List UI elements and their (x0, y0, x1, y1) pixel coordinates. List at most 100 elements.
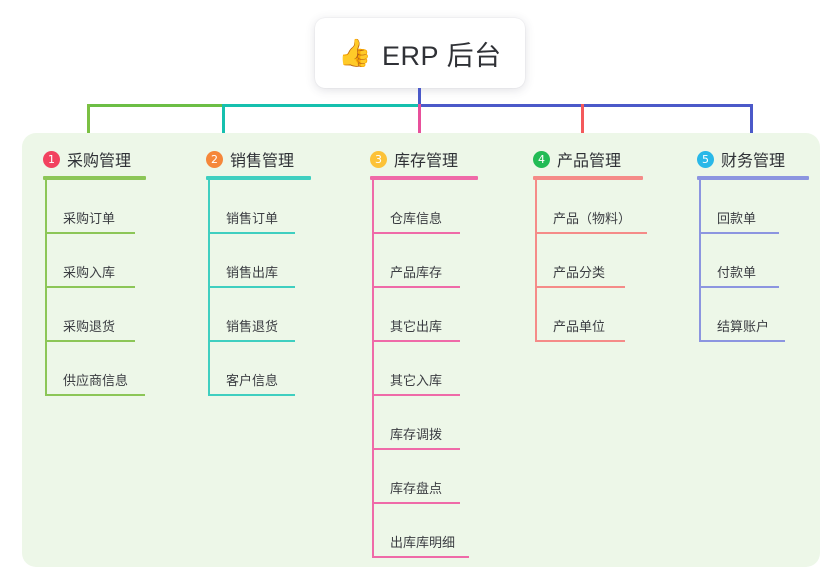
branch-item-label: 其它入库 (390, 373, 443, 388)
branch-items: 采购订单采购入库采购退货供应商信息 (45, 180, 146, 396)
thumbs-up-emoji: 👍 (338, 37, 373, 68)
branch-number-badge: 4 (533, 150, 550, 168)
branch-item[interactable]: 结算账户 (699, 288, 785, 342)
branch-item[interactable]: 采购退货 (45, 288, 135, 342)
branch-item-rule (372, 394, 460, 396)
branch-item-label: 销售订单 (226, 211, 279, 226)
branch-header-rule (206, 176, 311, 180)
branch-number-badge: 1 (43, 150, 60, 168)
branch-spine (372, 180, 374, 558)
branch-header-3[interactable]: 3 库存管理 (370, 145, 478, 173)
branch-item-rule (699, 232, 779, 234)
branch-item-label: 客户信息 (226, 373, 279, 388)
branch-item-rule (45, 394, 145, 396)
branch-item[interactable]: 其它出库 (372, 288, 460, 342)
branch-header-5[interactable]: 5 财务管理 (697, 145, 809, 173)
branch-drop-1 (87, 104, 90, 144)
branch-header-rule (370, 176, 478, 180)
branch-item-rule (372, 502, 460, 504)
branch-item-rule (45, 232, 135, 234)
branch-drop-2 (222, 104, 225, 144)
branch-item-rule (535, 340, 625, 342)
branch-item-rule (208, 340, 295, 342)
branch-item[interactable]: 回款单 (699, 180, 779, 234)
branch-header-2[interactable]: 2 销售管理 (206, 145, 311, 173)
branch-item-label: 销售退货 (226, 319, 279, 334)
branch-item-rule (208, 232, 295, 234)
branch-item[interactable]: 采购入库 (45, 234, 135, 288)
branch-item-label: 供应商信息 (63, 373, 129, 388)
branch-item-rule (208, 394, 295, 396)
branch-item-rule (699, 286, 779, 288)
branch-column-采购管理: 1 采购管理采购订单采购入库采购退货供应商信息 (43, 145, 146, 396)
branch-item-label: 库存调拨 (390, 427, 443, 442)
branches-panel: 1 采购管理采购订单采购入库采购退货供应商信息 2 销售管理销售订单销售出库销售退货客… (22, 133, 820, 567)
branch-column-销售管理: 2 销售管理销售订单销售出库销售退货客户信息 (206, 145, 311, 396)
branch-item-label: 产品（物料） (553, 211, 632, 226)
branch-item-rule (699, 340, 785, 342)
branch-title: 财务管理 (721, 153, 786, 170)
branch-items: 产品（物料） 产品分类产品单位 (535, 180, 647, 342)
branch-items: 回款单付款单结算账户 (699, 180, 809, 342)
root-title: ERP 后台 (382, 40, 502, 71)
branch-title: 产品管理 (557, 153, 622, 170)
branch-item-label: 产品单位 (553, 319, 606, 334)
branch-number-badge: 5 (697, 150, 714, 168)
bus-teal (222, 104, 418, 107)
branch-item[interactable]: 产品单位 (535, 288, 625, 342)
branch-title: 采购管理 (67, 153, 132, 170)
branch-item[interactable]: 仓库信息 (372, 180, 460, 234)
branch-item[interactable]: 销售订单 (208, 180, 295, 234)
branch-item-label: 销售出库 (226, 265, 279, 280)
branch-header-4[interactable]: 4 产品管理 (533, 145, 643, 173)
branch-items: 销售订单销售出库销售退货客户信息 (208, 180, 311, 396)
branch-spine (535, 180, 537, 342)
branch-item[interactable]: 库存盘点 (372, 450, 460, 504)
branch-item-label: 回款单 (717, 211, 757, 226)
branch-item[interactable]: 销售退货 (208, 288, 295, 342)
branch-item-rule (535, 286, 625, 288)
branch-item[interactable]: 供应商信息 (45, 342, 145, 396)
branch-item-label: 结算账户 (717, 319, 770, 334)
branch-spine (208, 180, 210, 396)
branch-item[interactable]: 采购订单 (45, 180, 135, 234)
branch-item[interactable]: 出库库明细 (372, 504, 469, 558)
branch-header-rule (43, 176, 146, 180)
branch-item-label: 采购订单 (63, 211, 116, 226)
branch-item-rule (372, 232, 460, 234)
branch-column-财务管理: 5 财务管理回款单付款单结算账户 (697, 145, 809, 342)
branch-number-badge: 3 (370, 150, 387, 168)
branch-item-rule (535, 232, 647, 234)
branch-column-库存管理: 3 库存管理仓库信息产品库存其它出库其它入库库存调拨库存盘点出库库明细 (370, 145, 478, 558)
branch-item[interactable]: 客户信息 (208, 342, 295, 396)
branch-item-rule (45, 286, 135, 288)
bus-indigo (418, 104, 751, 107)
branch-item[interactable]: 产品分类 (535, 234, 625, 288)
root-node[interactable]: 👍 ERP 后台 (315, 18, 525, 88)
branch-item-rule (45, 340, 135, 342)
branch-title: 库存管理 (394, 153, 459, 170)
branch-item-label: 付款单 (717, 265, 757, 280)
branch-item-rule (372, 556, 469, 558)
branch-item-rule (372, 448, 460, 450)
branch-items: 仓库信息产品库存其它出库其它入库库存调拨库存盘点出库库明细 (372, 180, 478, 558)
branch-spine (699, 180, 701, 342)
branch-item-label: 其它出库 (390, 319, 443, 334)
branch-item-rule (208, 286, 295, 288)
branch-title: 销售管理 (230, 153, 295, 170)
branch-number-badge: 2 (206, 150, 223, 168)
bus-green (87, 104, 222, 107)
branch-item[interactable]: 付款单 (699, 234, 779, 288)
branch-item[interactable]: 库存调拨 (372, 396, 460, 450)
branch-item-label: 库存盘点 (390, 481, 443, 496)
branch-item-rule (372, 286, 460, 288)
branch-item-label: 出库库明细 (390, 535, 456, 550)
branch-item[interactable]: 产品库存 (372, 234, 460, 288)
branch-item-label: 仓库信息 (390, 211, 443, 226)
branch-header-1[interactable]: 1 采购管理 (43, 145, 146, 173)
branch-item[interactable]: 销售出库 (208, 234, 295, 288)
branch-item[interactable]: 其它入库 (372, 342, 460, 396)
branch-item[interactable]: 产品（物料） (535, 180, 647, 234)
branch-drop-4 (581, 104, 584, 144)
